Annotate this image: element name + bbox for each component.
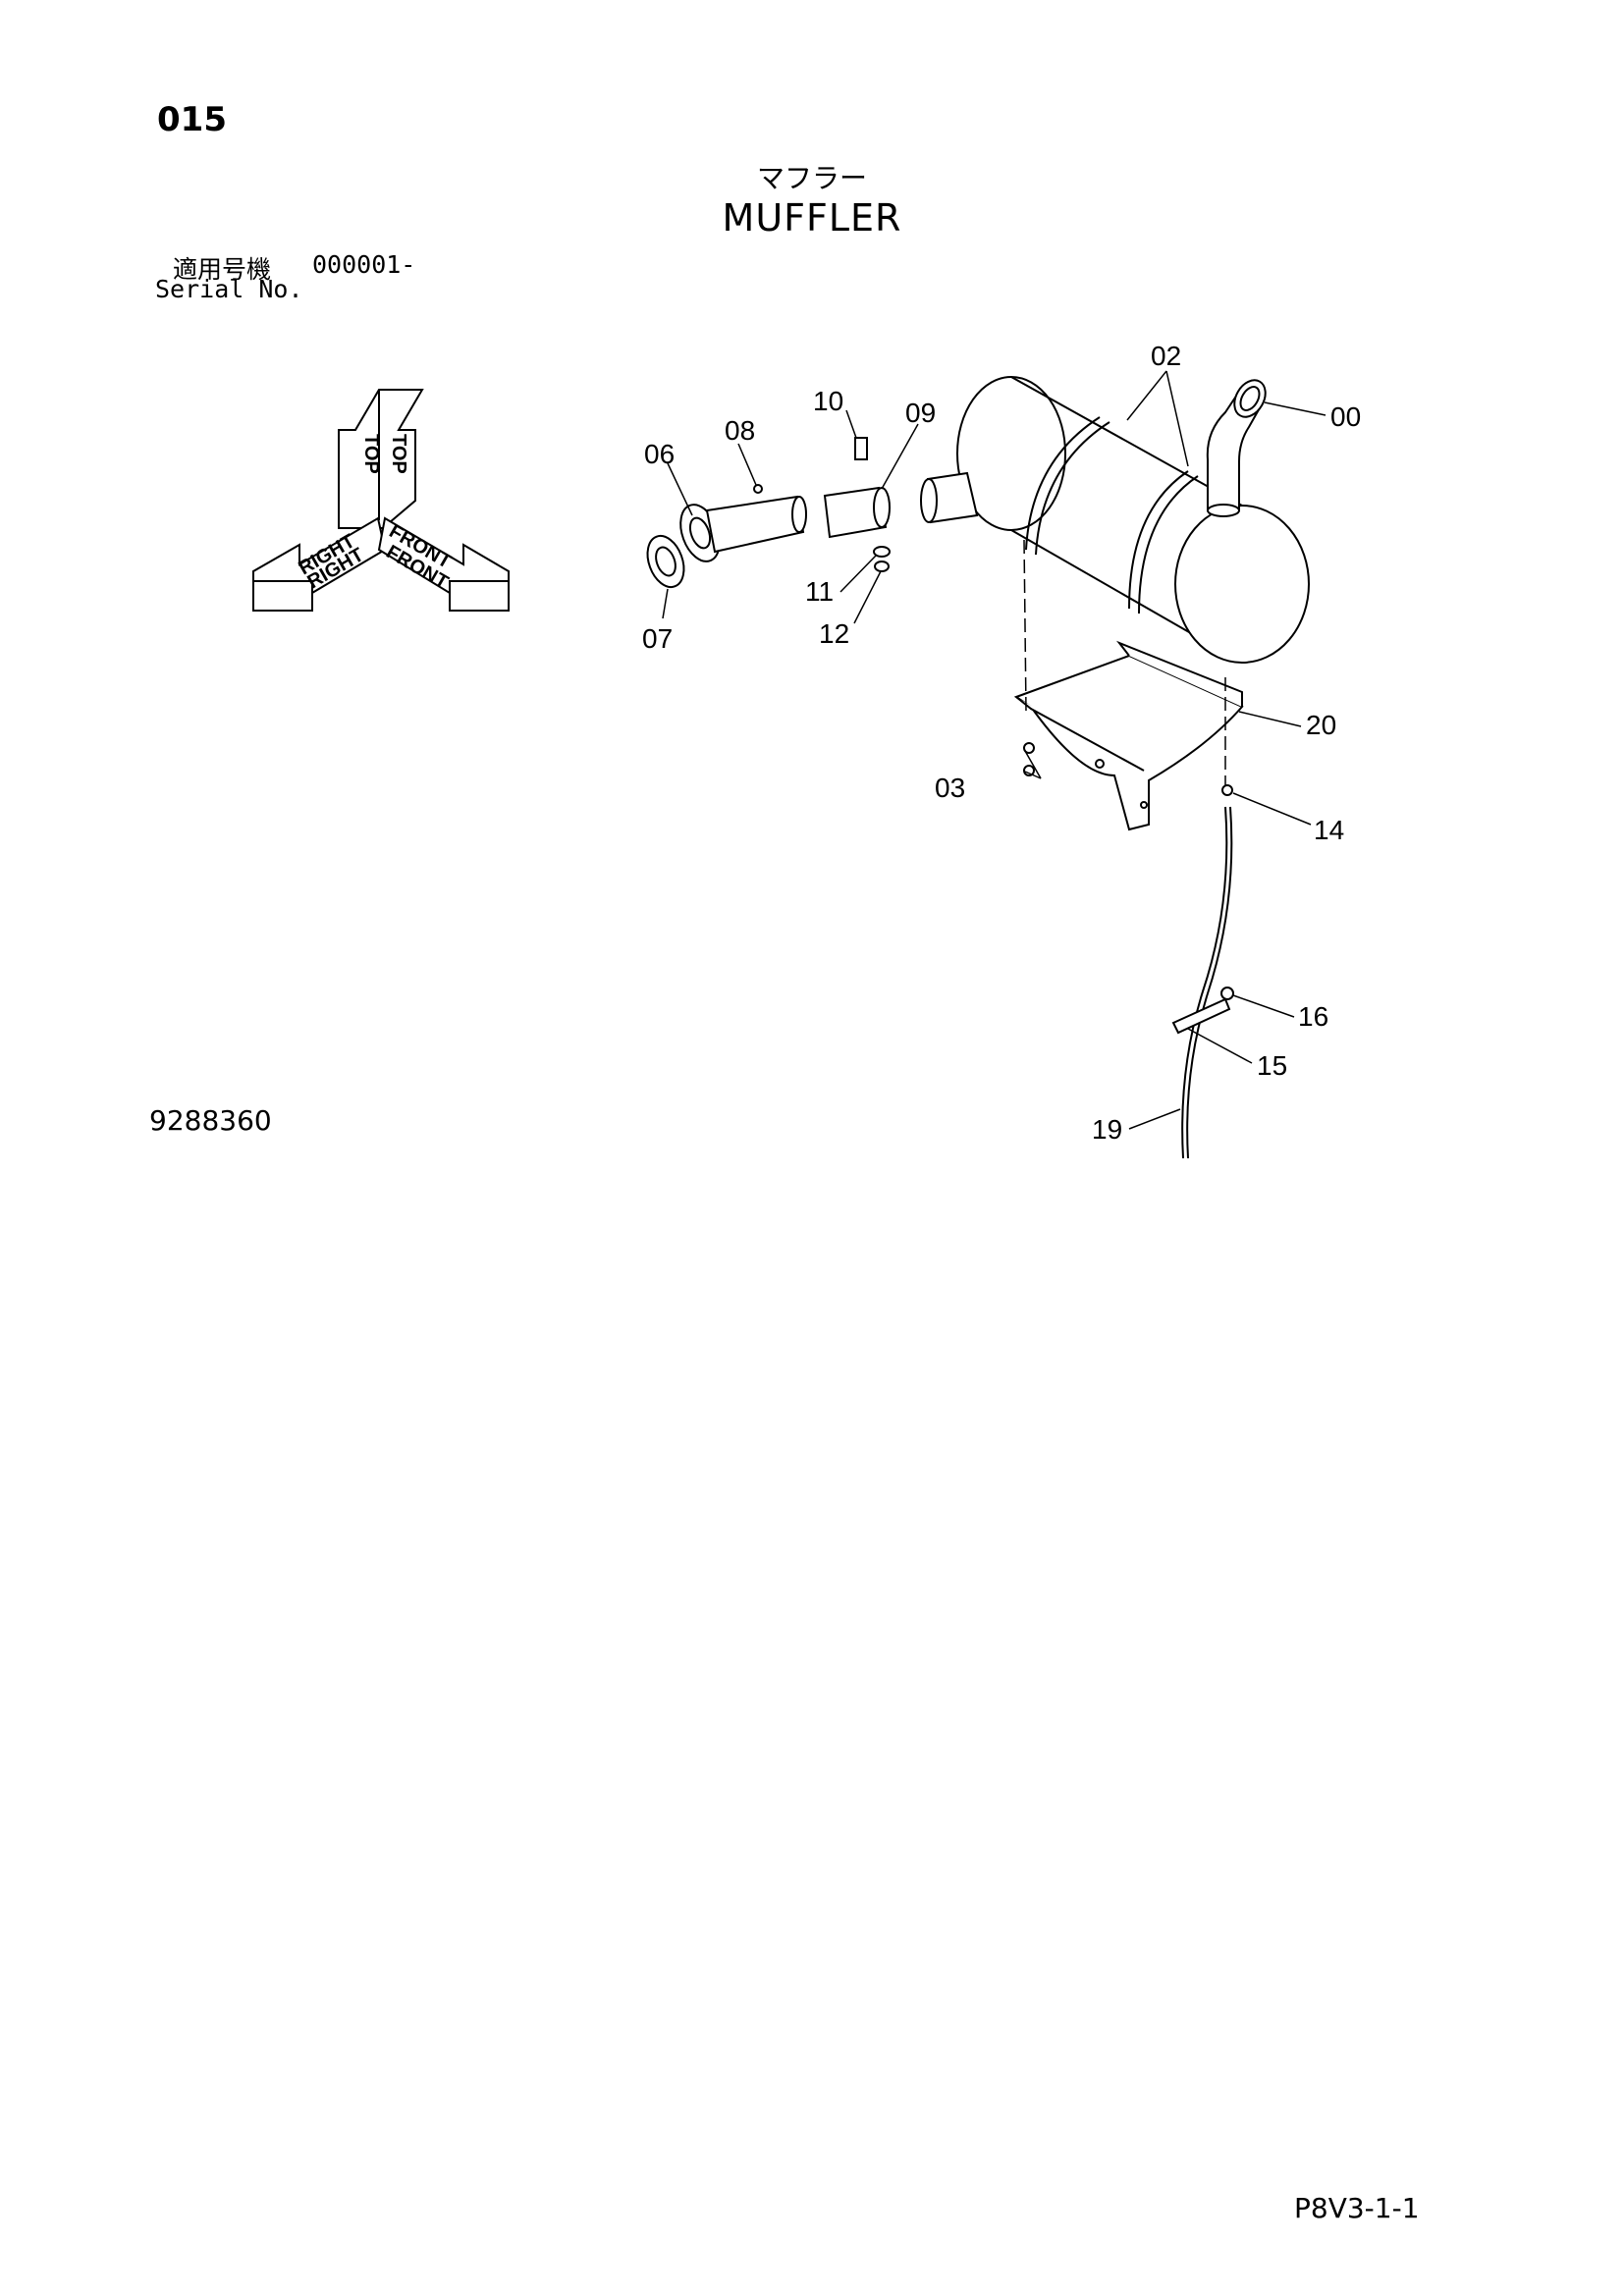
sleeve-09 [823,486,888,539]
drawing-number: 9288360 [149,1104,272,1137]
muffler-top-edge [1010,376,1243,507]
bracket-20 [1013,640,1244,831]
bolt-16 [1220,987,1234,1000]
muffler-band-left [1025,416,1101,551]
callout-15: 15 [1257,1050,1287,1081]
nut-12 [874,561,890,572]
title-english: MUFFLER [722,196,902,240]
bolt-10 [854,437,868,460]
serial-value: 000001- [312,250,416,279]
muffler-body [920,376,1310,667]
bolt-03-a [1023,742,1035,754]
callout-03: 03 [935,773,965,803]
front-arrow-base [449,580,510,612]
rod-19 [1171,806,1233,1159]
muffler-front-end [1174,505,1310,664]
callout-08: 08 [725,415,755,446]
muffler-band-right [1128,470,1189,610]
callout-20: 20 [1306,710,1336,740]
orientation-top-label-b: TOP [388,434,409,474]
top-arrow-icon [338,389,424,529]
nut-14 [1221,784,1233,796]
alignment-lines [1023,539,1226,785]
callout-14: 14 [1314,815,1344,845]
callout-16: 16 [1298,1001,1328,1032]
exhaust-pipes [646,437,891,589]
callout-00: 00 [1330,401,1361,432]
title-japanese: マフラー [756,162,867,194]
page-number: 015 [157,100,227,139]
callout-11: 11 [805,576,834,607]
callout-19: 19 [1092,1114,1122,1145]
callout-10: 10 [813,386,843,416]
pipe-08 [705,495,805,554]
orientation-indicator [252,389,510,612]
bolt-03-b [1023,765,1035,776]
callout-09: 09 [905,398,936,428]
right-arrow-base [252,580,313,612]
sheet-reference: P8V3-1-1 [1294,2192,1420,2224]
leader-lines [662,370,1326,1130]
callout-02: 02 [1151,341,1181,371]
orientation-top-label-a: TOP [360,434,382,474]
callout-12: 12 [819,618,849,649]
clamp-15 [1171,997,1231,1035]
hardware [1023,742,1234,1000]
callout-06: 06 [644,439,675,469]
callout-07: 07 [642,623,673,654]
serial-label-japanese: 適用号機 [173,255,272,284]
washer-11 [873,546,891,558]
callout-labels: 02 00 10 09 08 06 11 12 07 20 03 14 16 1… [642,341,1361,1145]
serial-label-english: Serial No. [155,275,303,303]
